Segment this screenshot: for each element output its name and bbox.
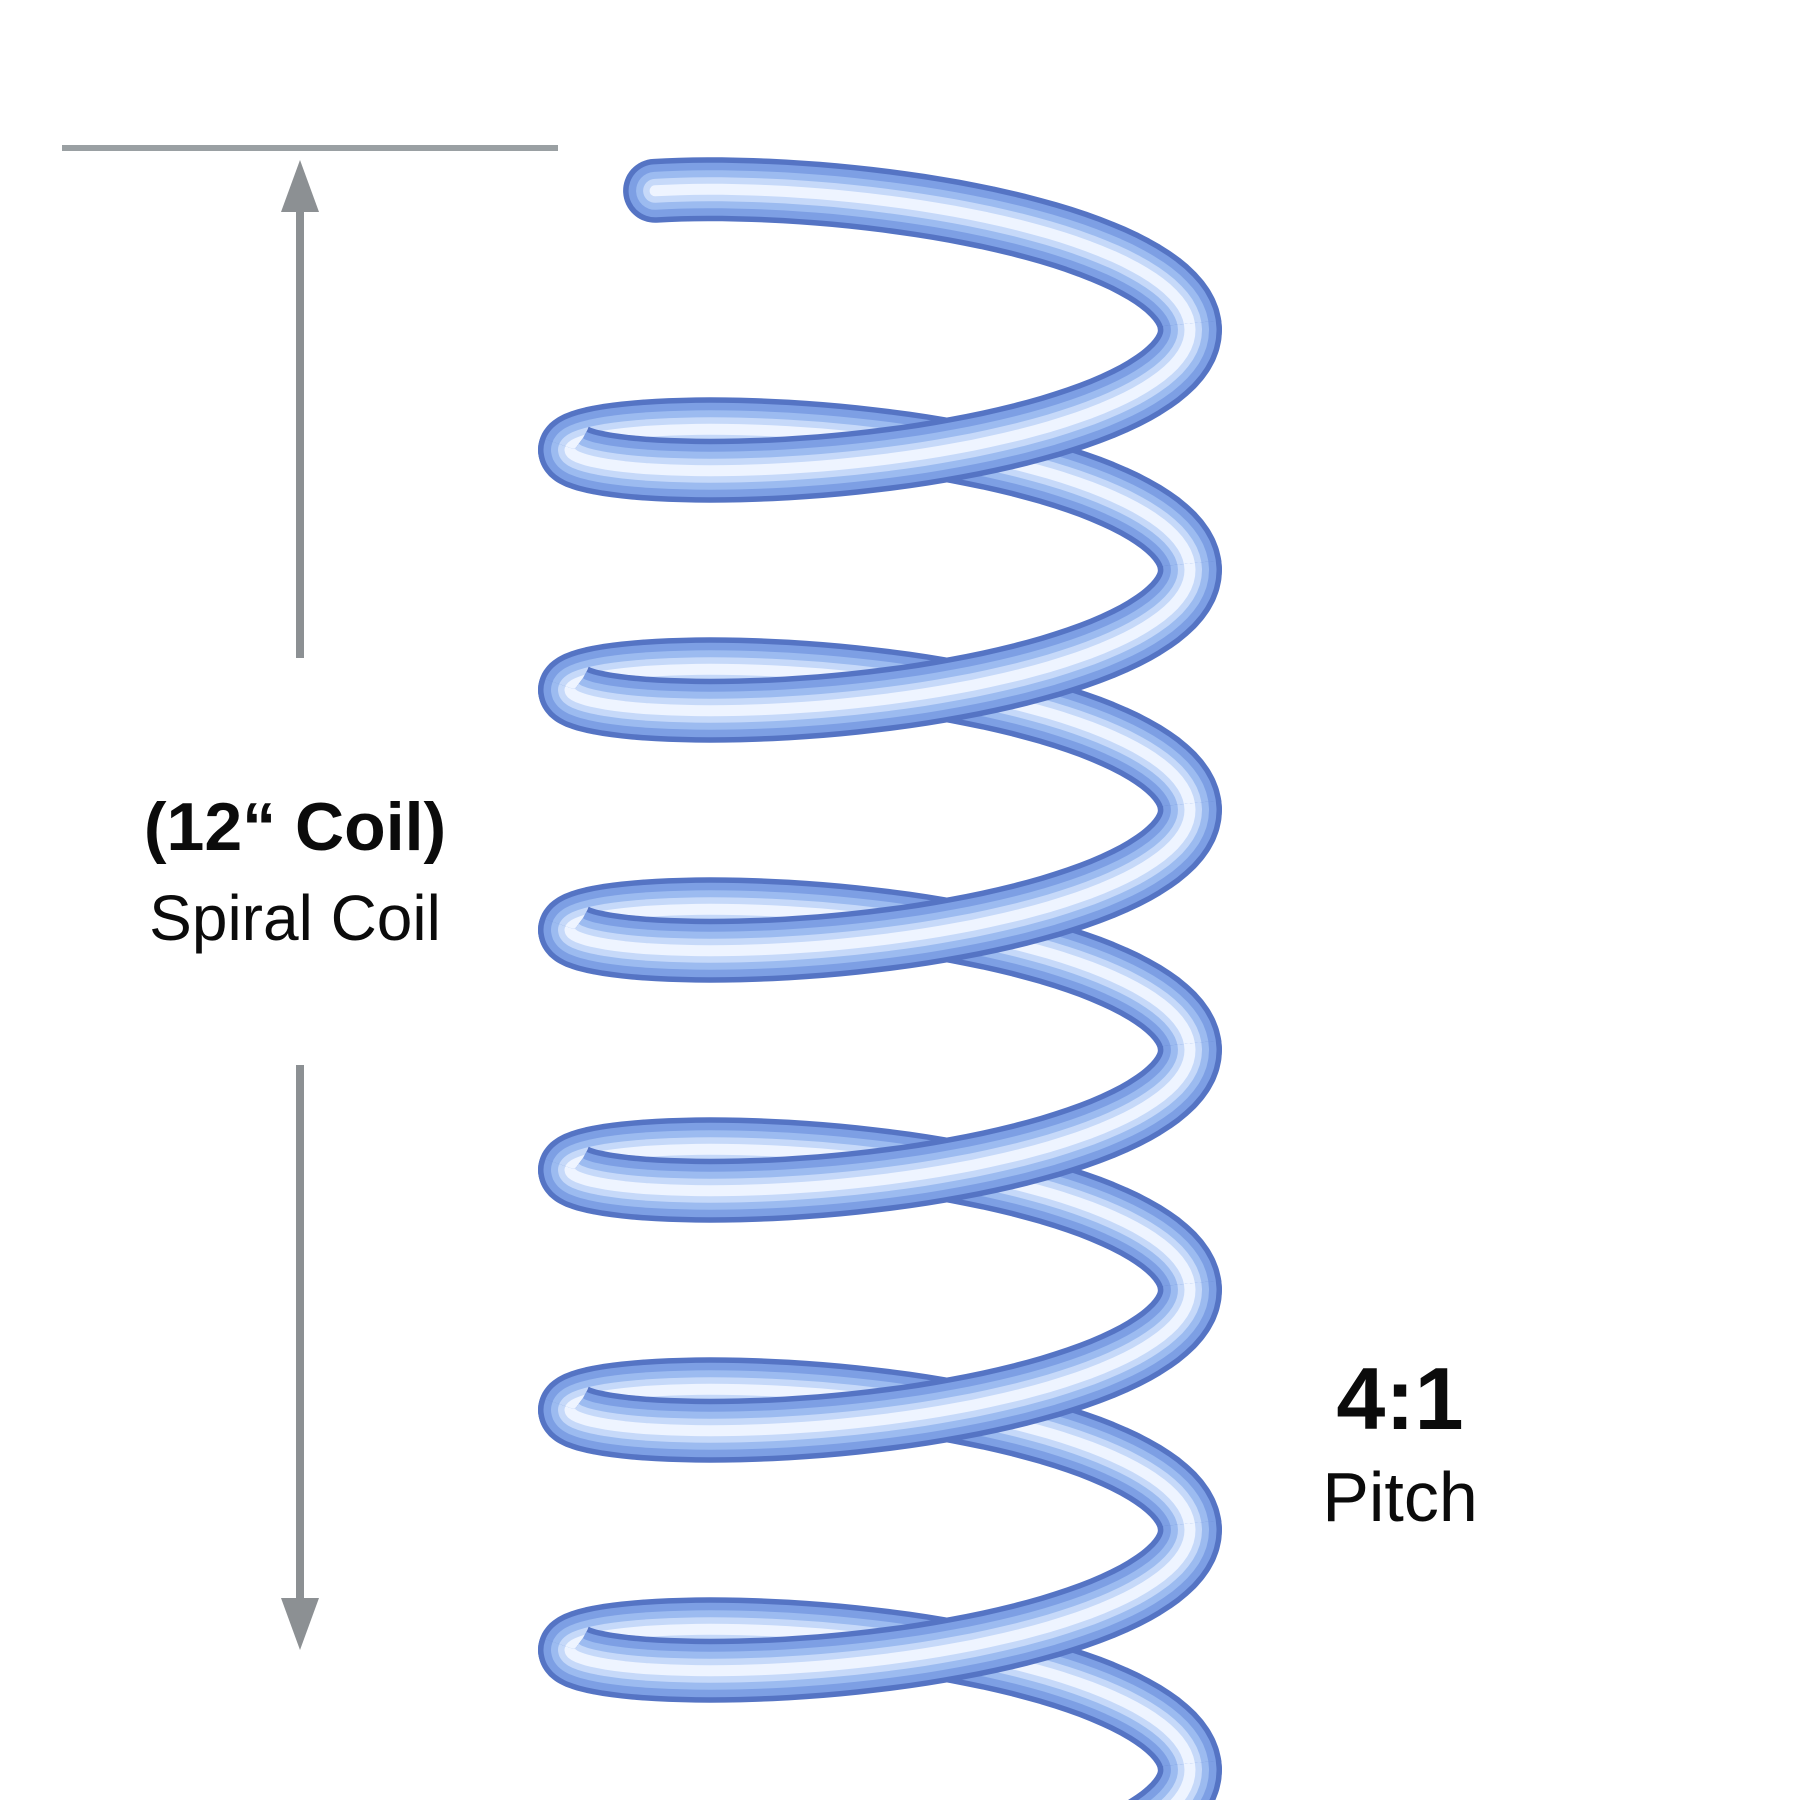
- pitch-value-text: 4:1: [1336, 1349, 1464, 1448]
- coil-dimension-label: (12“ Coil) Spiral Coil: [55, 788, 535, 956]
- coil-type-text: Spiral Coil: [149, 882, 441, 955]
- coil-segment-front: [538, 537, 1222, 743]
- spiral-coil: [538, 157, 1222, 1800]
- coil-segment-front: [538, 1017, 1222, 1223]
- coil-segment-front: [538, 1257, 1222, 1463]
- arrowhead-down-icon: [281, 1598, 319, 1650]
- coil-size-text: (12“ Coil): [143, 789, 447, 865]
- pitch-annotation: 4:1 Pitch: [1250, 1348, 1550, 1538]
- coil-segment-front: [538, 297, 1222, 503]
- coil-segment-front: [538, 777, 1222, 983]
- dimension-arrow-lower: [281, 1065, 319, 1650]
- coil-segment-front: [538, 1497, 1222, 1703]
- arrowhead-up-icon: [281, 160, 319, 212]
- pitch-word-text: Pitch: [1322, 1458, 1478, 1537]
- coil-segment-back: [623, 157, 1222, 362]
- dimension-arrow-upper: [281, 160, 319, 658]
- coil-segment-front: [1128, 1737, 1222, 1800]
